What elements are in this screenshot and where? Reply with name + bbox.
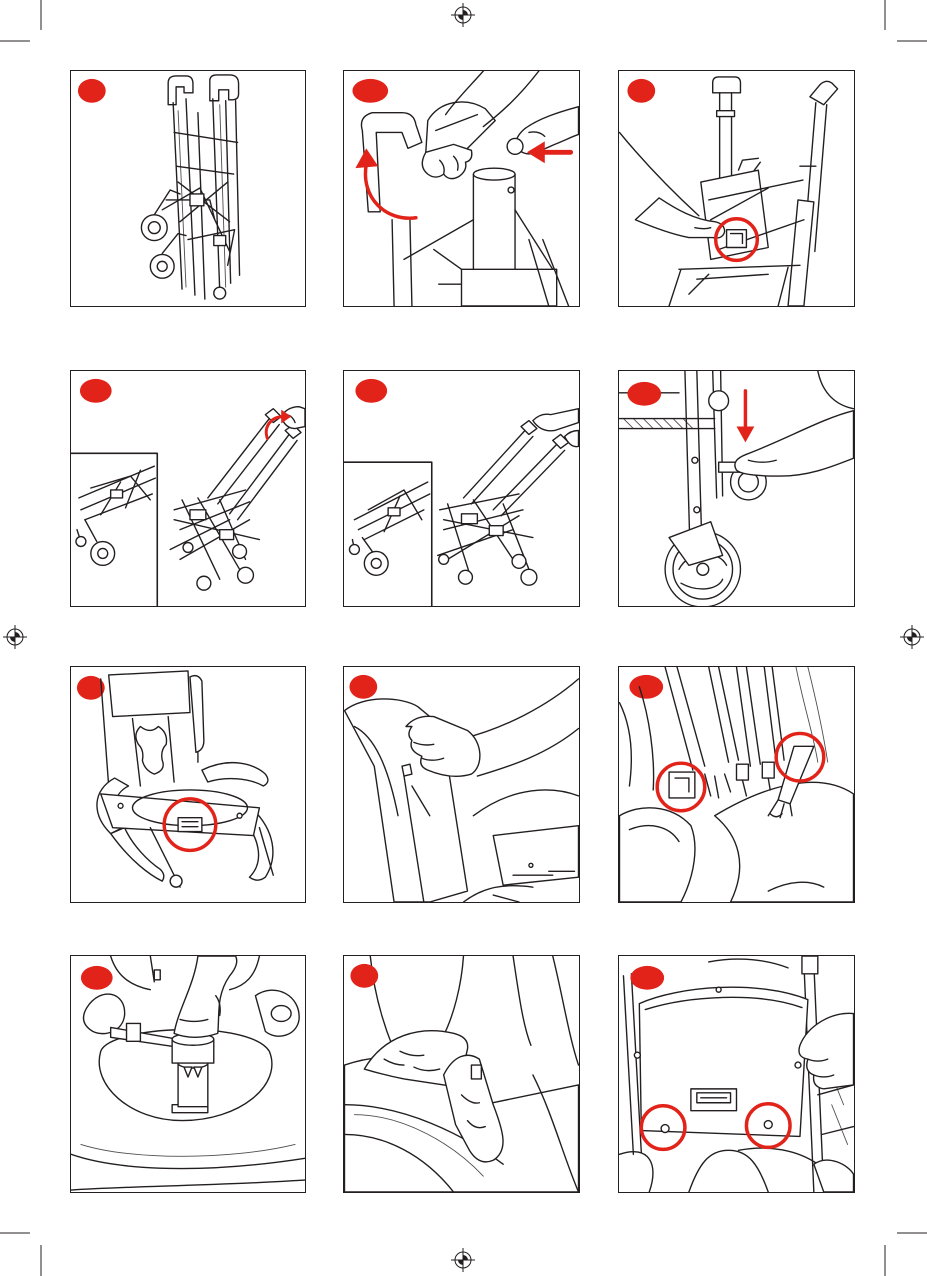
step-panel-6: [618, 370, 855, 607]
step-badge: [627, 382, 661, 406]
step-panel-5: [343, 370, 580, 607]
step-badge: [78, 79, 106, 103]
step-badge: [627, 79, 655, 103]
step-badge: [81, 966, 113, 990]
seat-shell: [619, 782, 853, 902]
arms-and-hands: [406, 679, 579, 776]
registration-mark-icon: [3, 625, 27, 649]
step-panel-7: [70, 666, 306, 903]
frame-clips-illustration: [619, 667, 854, 902]
step-panel-11: [343, 955, 580, 1193]
unfolding-stroller: [170, 409, 301, 590]
step-badge: [629, 675, 663, 699]
step-panel-2: [343, 70, 580, 307]
opened-stroller: [438, 421, 569, 586]
frame-latch-illustration: [619, 71, 854, 306]
registration-mark-icon: [451, 1248, 475, 1272]
step-badge: [352, 79, 388, 103]
seat-cover-illustration: [344, 667, 579, 902]
registration-mark-icon: [900, 625, 924, 649]
registration-mark-icon: [451, 3, 475, 27]
step-badge: [630, 966, 664, 990]
step-panel-3: [618, 70, 855, 307]
inset-box: [71, 453, 157, 606]
step-panel-4: [70, 370, 306, 607]
inset-box: [344, 462, 431, 606]
seat-frame-buckle-illustration: [71, 667, 305, 902]
fabric-tuck-illustration: [344, 956, 579, 1192]
hand: [174, 956, 237, 1037]
step-badge: [349, 675, 377, 699]
seat-plate-screws-illustration: [619, 956, 854, 1192]
rear-wheel: [665, 522, 740, 606]
buckle: [172, 1033, 214, 1106]
harness-buckle-illustration: [71, 956, 305, 1192]
seat-edge: [619, 1148, 853, 1192]
step-panel-10: [70, 955, 306, 1193]
stroller-open-illustration: [344, 371, 579, 606]
step-panel-8: [343, 666, 580, 903]
backrest: [101, 671, 204, 786]
step-badge: [350, 964, 378, 988]
handle-slot: [691, 1089, 737, 1111]
handle-release-illustration: [344, 71, 579, 306]
foot: [735, 371, 854, 476]
curved-arrow-icon: [355, 148, 415, 218]
wheels: [141, 190, 225, 299]
lower-frame: [392, 168, 568, 306]
clips: [669, 762, 774, 798]
foot-lock-illustration: [619, 371, 854, 606]
step-panel-1: [70, 70, 306, 307]
step-panel-9: [618, 666, 855, 903]
seat-plate: [634, 987, 808, 1136]
step-panel-12: [618, 955, 855, 1193]
stroller-unfold-illustration: [71, 371, 305, 606]
folded-stroller-illustration: [71, 71, 305, 306]
step-badge: [80, 379, 112, 403]
seat-base: [463, 790, 578, 902]
step-badge: [355, 379, 387, 403]
down-arrow-icon: [737, 391, 755, 443]
